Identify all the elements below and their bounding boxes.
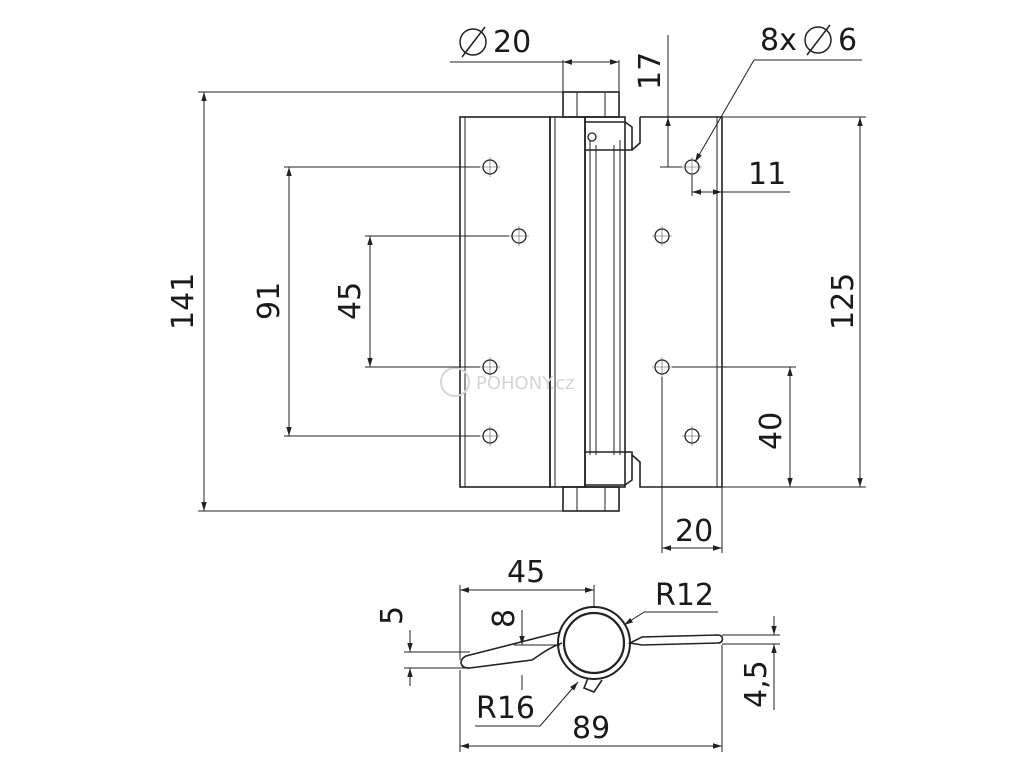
- dim-radius-16-label: R16: [476, 691, 535, 726]
- dim-thickness-4-5-label: 4,5: [739, 660, 774, 708]
- dim-leaf-height: 125: [722, 116, 866, 488]
- dim-inner-hole-spacing: 45: [333, 235, 509, 368]
- dim-hole-callout: 8x 6: [694, 23, 862, 163]
- watermark-text: POHONY.cz: [476, 373, 575, 394]
- dim-radius-12-label: R12: [655, 578, 714, 613]
- dim-top-offset-label: 17: [633, 52, 668, 90]
- dim-hole-diameter-label: 6: [838, 23, 857, 58]
- dim-bottom-width: 20: [661, 377, 723, 553]
- dim-total-height-label: 141: [166, 273, 201, 330]
- dim-profile-width-label: 45: [507, 555, 545, 590]
- barrel-inner: [562, 611, 626, 675]
- spring-tab: [582, 677, 603, 693]
- watermark: POHONY.cz: [440, 367, 575, 397]
- dim-total-height: 141: [166, 91, 563, 512]
- dim-radius-12: R12: [623, 578, 718, 626]
- left-leaf: [459, 116, 551, 488]
- dim-profile-width: 45: [459, 555, 595, 660]
- bottom-spring-clip: [585, 451, 633, 486]
- dim-bottom-width-label: 20: [675, 514, 713, 549]
- left-leaf-profile: [460, 631, 563, 669]
- top-pin-cap: [562, 91, 620, 118]
- dim-holes-count-label: 8x: [760, 23, 797, 58]
- dim-edge-offset-label: 11: [748, 157, 786, 192]
- dim-lower-hole-spacing-label: 40: [754, 412, 789, 450]
- diameter-symbol-icon: [459, 28, 487, 56]
- dim-leaf-height-label: 125: [826, 273, 861, 330]
- right-leaf: [631, 116, 723, 488]
- barrel-outer: [557, 606, 631, 680]
- top-spring-clip: [585, 121, 633, 151]
- dim-pin-diameter-label: 20: [493, 25, 531, 60]
- dim-thickness-8-label: 8: [487, 609, 522, 628]
- dim-thickness-8: 8: [487, 609, 560, 690]
- spring-tube: [584, 116, 626, 488]
- dim-inner-hole-spacing-label: 45: [333, 282, 368, 320]
- dim-total-width: 89: [459, 645, 723, 752]
- dim-outer-hole-spacing-label: 91: [252, 282, 287, 320]
- dim-radius-16: R16: [475, 681, 579, 727]
- hinge-front-view: [459, 91, 723, 512]
- dim-offset-5-label: 5: [375, 606, 410, 625]
- right-leaf-profile: [627, 634, 724, 646]
- dim-top-offset: 17: [633, 35, 682, 168]
- dim-lower-hole-spacing: 40: [672, 366, 796, 487]
- diameter-symbol-icon: [804, 26, 832, 54]
- dim-edge-offset: 11: [691, 157, 790, 196]
- dim-pin-diameter: 20: [450, 25, 620, 92]
- dim-offset-5: 5: [375, 606, 470, 686]
- dim-outer-hole-spacing: 91: [252, 166, 480, 437]
- bottom-pin-cap: [562, 486, 620, 512]
- dim-thickness-4-5: 4,5: [722, 616, 780, 710]
- dim-total-width-label: 89: [572, 711, 610, 746]
